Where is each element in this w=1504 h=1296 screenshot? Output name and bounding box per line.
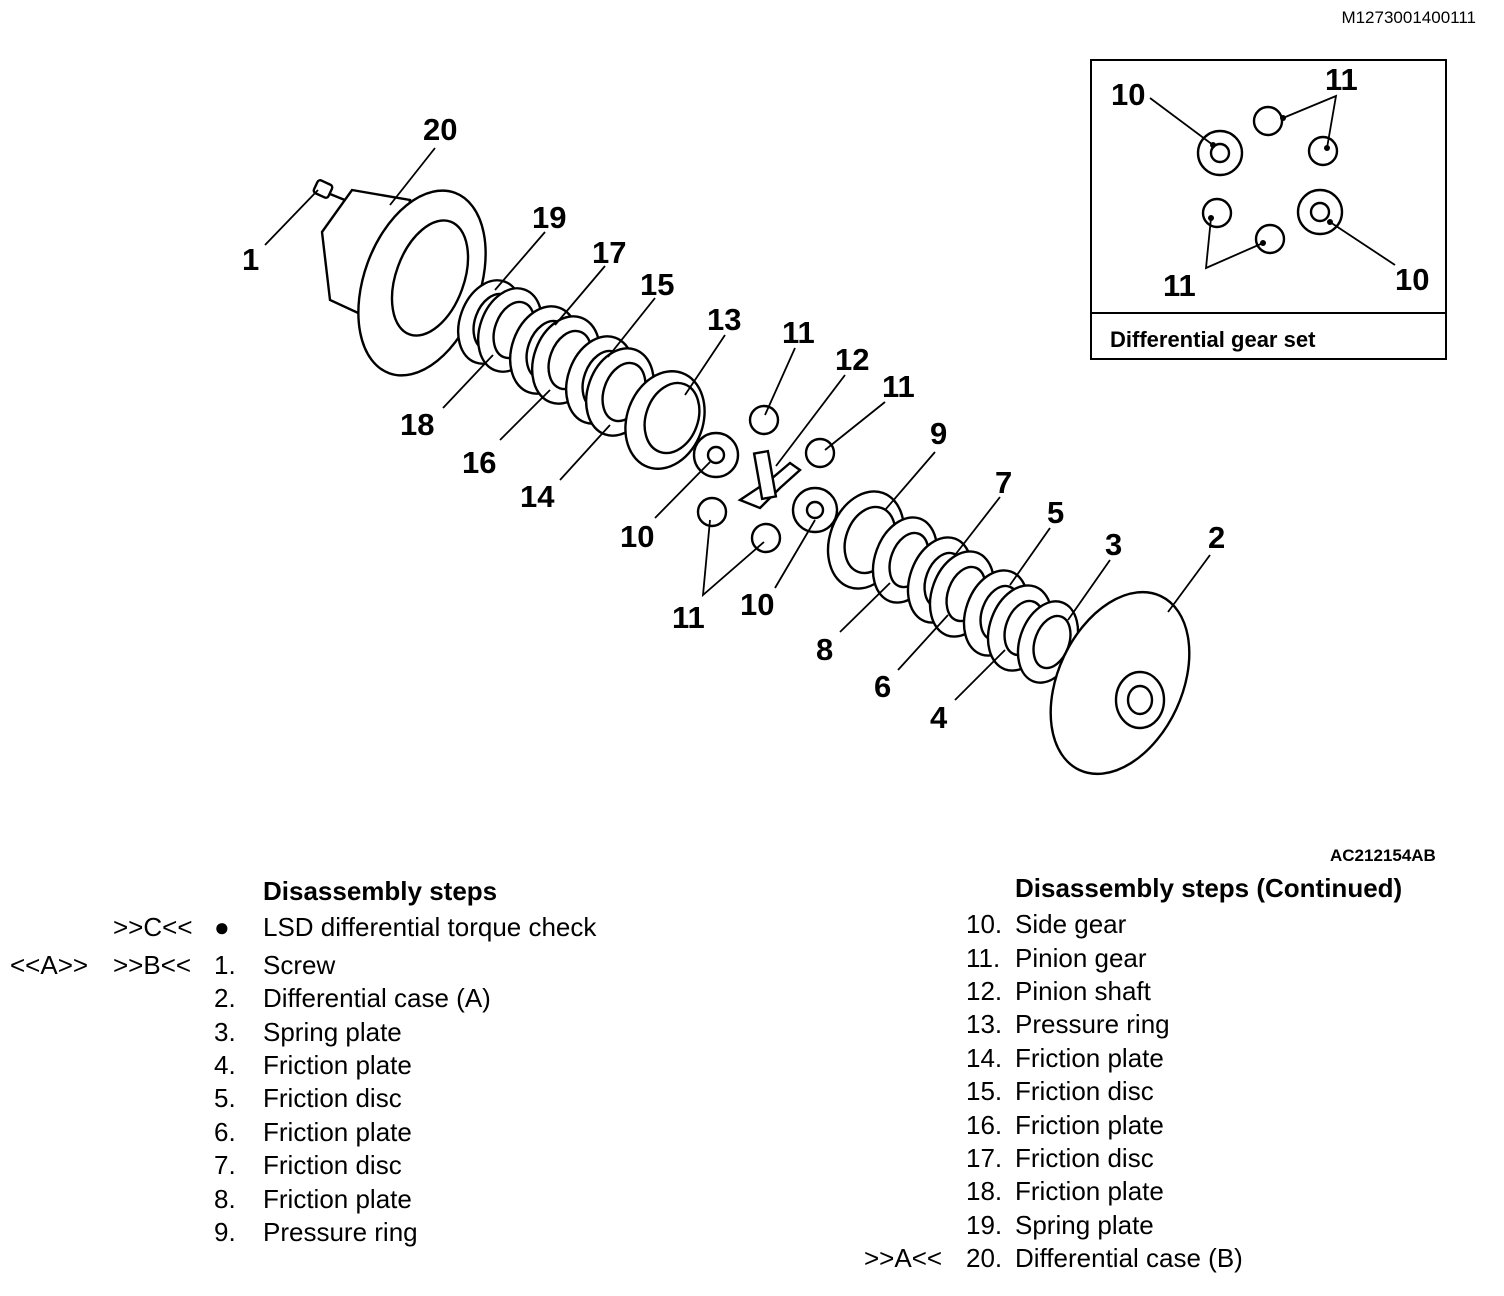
callout-1: 1 [242, 242, 259, 277]
step-number: 14. [966, 1043, 1003, 1073]
callout-2: 2 [1208, 520, 1225, 555]
callout-6: 6 [874, 669, 891, 704]
step-text: Friction disc [1015, 1076, 1154, 1106]
step-number: 10. [966, 909, 1003, 939]
ref-mark-b: >>C<< [113, 912, 193, 942]
step-text: Pinion shaft [1015, 976, 1151, 1006]
step-number: 5. [214, 1083, 236, 1113]
inset-gear-set: Differential gear set [1090, 59, 1447, 360]
callout-17: 17 [592, 235, 626, 270]
side-gear-icon [791, 486, 839, 534]
document-id: M1273001400111 [1341, 8, 1476, 27]
step-text: Friction plate [1015, 1043, 1164, 1073]
pinion-gear-icon [750, 522, 782, 554]
step-text: Friction disc [263, 1150, 402, 1180]
pinion-shaft-icon [737, 449, 802, 510]
callout-9: 9 [930, 416, 947, 451]
inset-pinion-gear-icon [1252, 105, 1284, 137]
pinion-gear-icon [804, 437, 836, 469]
pinion-gear-icon [696, 496, 728, 528]
leader-lines [264, 147, 1211, 701]
callout-10: 10 [620, 519, 654, 554]
step-text: Screw [263, 950, 336, 980]
callout-10: 10 [740, 587, 774, 622]
step-number: 12. [966, 976, 1003, 1006]
callout-3: 3 [1105, 527, 1122, 562]
inset-title: Differential gear set [1110, 327, 1316, 352]
callout-14: 14 [520, 479, 555, 514]
step-text: Friction plate [263, 1184, 412, 1214]
callout-20: 20 [423, 112, 457, 147]
callout-4: 4 [930, 700, 948, 735]
callout-5: 5 [1047, 495, 1064, 530]
ref-mark-b: >>B<< [113, 950, 192, 980]
callout-12: 12 [835, 342, 869, 377]
step-number: 18. [966, 1176, 1003, 1206]
disassembly-steps-continued-list: Disassembly steps (Continued) 10. Side g… [760, 873, 1504, 1293]
inset-label-pinion-gear: 11 [1163, 268, 1196, 303]
inset-pinion-gear-icon [1201, 197, 1233, 229]
step-number: 1. [214, 950, 236, 980]
step-text: Friction plate [263, 1117, 412, 1147]
step-number: 19. [966, 1210, 1003, 1240]
callout-7: 7 [995, 465, 1012, 500]
inset-pinion-gear-icon [1307, 135, 1339, 167]
step-number: 15. [966, 1076, 1003, 1106]
disassembly-steps-list: Disassembly steps >>C<< ● LSD differenti… [0, 876, 760, 1276]
inset-label-side-gear: 10 [1395, 262, 1429, 297]
exploded-view-diagram: Differential gear set [242, 59, 1447, 776]
callout-11: 11 [672, 600, 705, 635]
step-number: 9. [214, 1217, 236, 1247]
ref-mark-a: <<A>> [10, 950, 89, 980]
callout-13: 13 [707, 302, 741, 337]
step-text: Spring plate [263, 1017, 402, 1047]
step-text: Pressure ring [1015, 1009, 1170, 1039]
callout-11: 11 [882, 369, 915, 404]
ref-mark-b: >>A<< [864, 1243, 943, 1273]
step-number: ● [214, 912, 230, 942]
step-number: 11. [966, 943, 1001, 973]
callout-18: 18 [400, 407, 434, 442]
step-number: 4. [214, 1050, 236, 1080]
callout-16: 16 [462, 445, 496, 480]
step-number: 8. [214, 1184, 236, 1214]
step-text: LSD differential torque check [263, 912, 597, 942]
step-text: Differential case (A) [263, 983, 491, 1013]
inset-label-pinion-gear: 11 [1325, 62, 1358, 97]
step-number: 7. [214, 1150, 236, 1180]
step-number: 13. [966, 1009, 1003, 1039]
step-text: Differential case (B) [1015, 1243, 1243, 1273]
callout-11: 11 [782, 315, 815, 350]
inset-pinion-gear-icon [1254, 223, 1286, 255]
step-text: Friction plate [263, 1050, 412, 1080]
inset-label-side-gear: 10 [1111, 77, 1145, 112]
list-heading: Disassembly steps (Continued) [1015, 873, 1403, 903]
step-number: 6. [214, 1117, 236, 1147]
step-number: 2. [214, 983, 236, 1013]
step-text: Friction disc [1015, 1143, 1154, 1173]
differential-case-a-icon [1049, 590, 1191, 776]
callout-19: 19 [532, 200, 566, 235]
differential-case-b-icon [320, 188, 487, 377]
step-number: 3. [214, 1017, 236, 1047]
step-text: Pressure ring [263, 1217, 418, 1247]
inset-side-gear-icon [1196, 129, 1244, 177]
step-text: Side gear [1015, 909, 1127, 939]
inset-side-gear-icon [1296, 188, 1344, 236]
pinion-gear-icon [748, 404, 780, 436]
step-text: Friction plate [1015, 1176, 1164, 1206]
step-text: Spring plate [1015, 1210, 1154, 1240]
step-number: 20. [966, 1243, 1003, 1273]
callout-15: 15 [640, 267, 674, 302]
pressure-ring-13-icon [624, 370, 706, 470]
step-number: 17. [966, 1143, 1003, 1173]
step-text: Friction disc [263, 1083, 402, 1113]
list-heading: Disassembly steps [263, 876, 498, 906]
figure-id: AC212154AB [1330, 846, 1436, 865]
step-text: Friction plate [1015, 1110, 1164, 1140]
step-text: Pinion gear [1015, 943, 1147, 973]
callout-8: 8 [816, 632, 833, 667]
step-number: 16. [966, 1110, 1003, 1140]
